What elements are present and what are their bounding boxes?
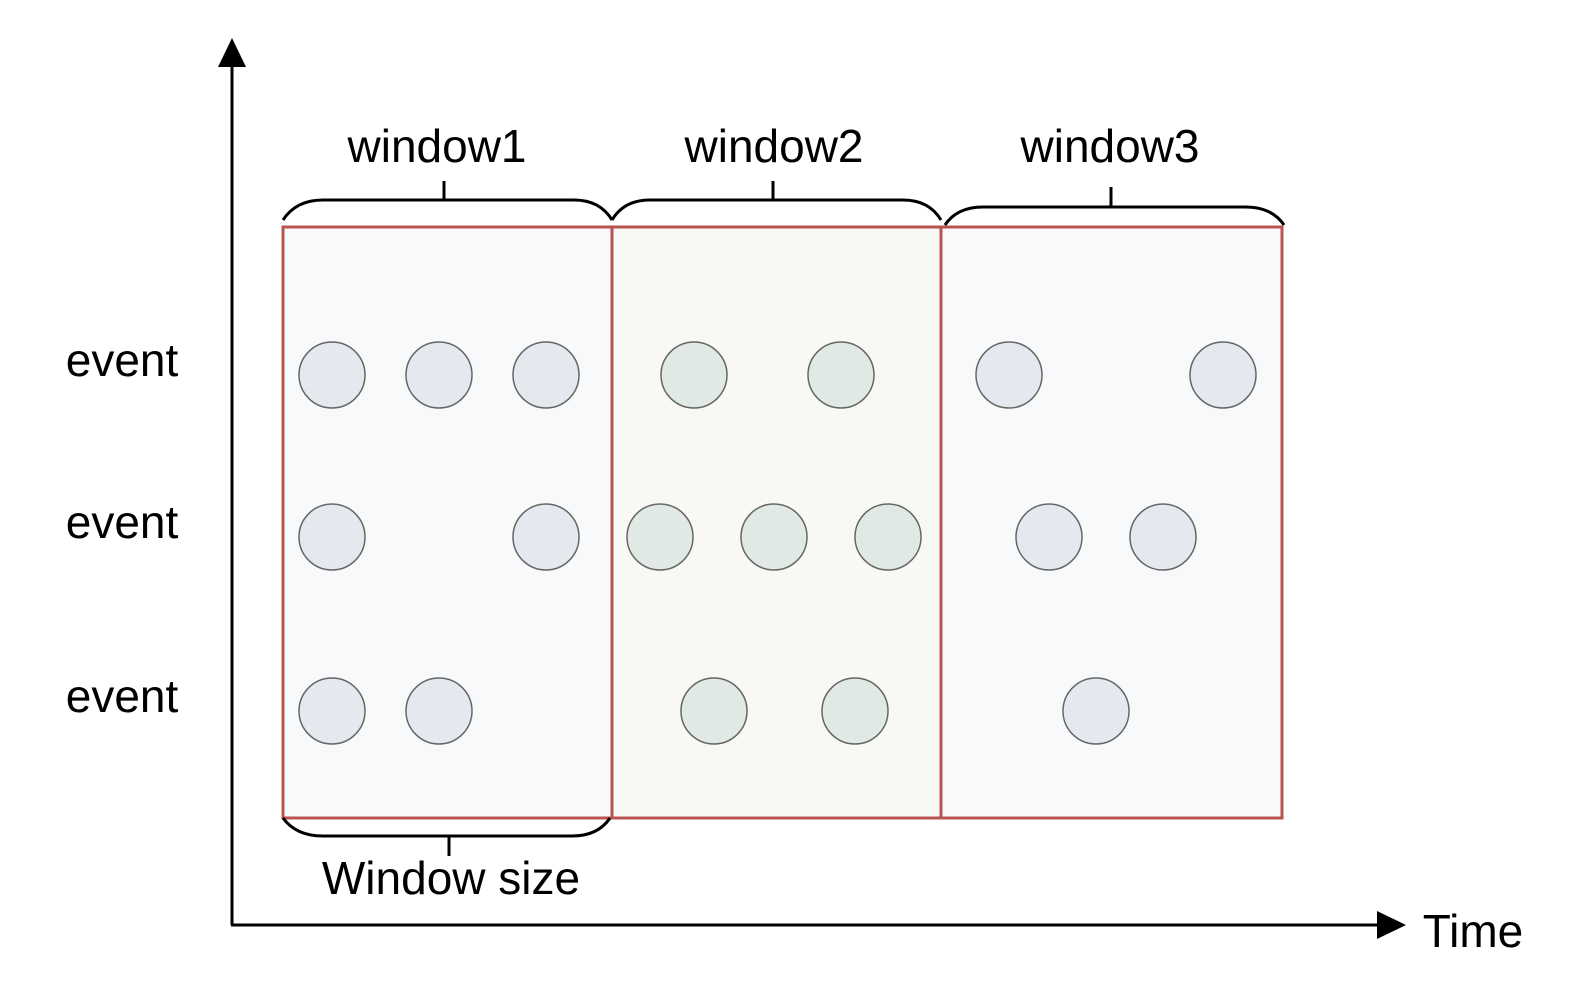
row2-label: event <box>66 496 179 548</box>
event-w3-r2-b <box>1129 503 1197 571</box>
x-axis-arrowhead <box>1377 911 1406 939</box>
window-size-label: Window size <box>322 852 580 904</box>
event-w1-r2-a <box>298 503 366 571</box>
window3-box <box>939 225 1284 820</box>
event-w3-r3-a <box>1062 677 1130 745</box>
event-w3-r2-a <box>1015 503 1083 571</box>
window-size-brace <box>281 817 612 856</box>
event-w2-r2-a <box>626 503 694 571</box>
time-axis-label: Time <box>1423 905 1524 957</box>
window1-brace <box>281 181 614 221</box>
window3-brace <box>943 187 1286 226</box>
event-w3-r1-b <box>1189 341 1257 409</box>
event-w1-r3-a <box>298 677 366 745</box>
event-w2-r3-b <box>821 677 889 745</box>
window1-label: window1 <box>347 120 527 172</box>
event-w2-r3-a <box>680 677 748 745</box>
row1-label: event <box>66 334 179 386</box>
event-w2-r2-b <box>740 503 808 571</box>
event-w2-r2-c <box>854 503 922 571</box>
event-w2-r1-b <box>807 341 875 409</box>
event-w1-r1-a <box>298 341 366 409</box>
y-axis-arrowhead <box>218 38 246 67</box>
event-w1-r2-b <box>512 503 580 571</box>
event-w2-r1-a <box>660 341 728 409</box>
window2-label: window2 <box>684 120 864 172</box>
window3-label: window3 <box>1020 120 1200 172</box>
window2-brace <box>610 181 943 221</box>
event-w1-r1-c <box>512 341 580 409</box>
row3-label: event <box>66 670 179 722</box>
event-w3-r1-a <box>975 341 1043 409</box>
event-w1-r3-b <box>405 677 473 745</box>
event-w1-r1-b <box>405 341 473 409</box>
